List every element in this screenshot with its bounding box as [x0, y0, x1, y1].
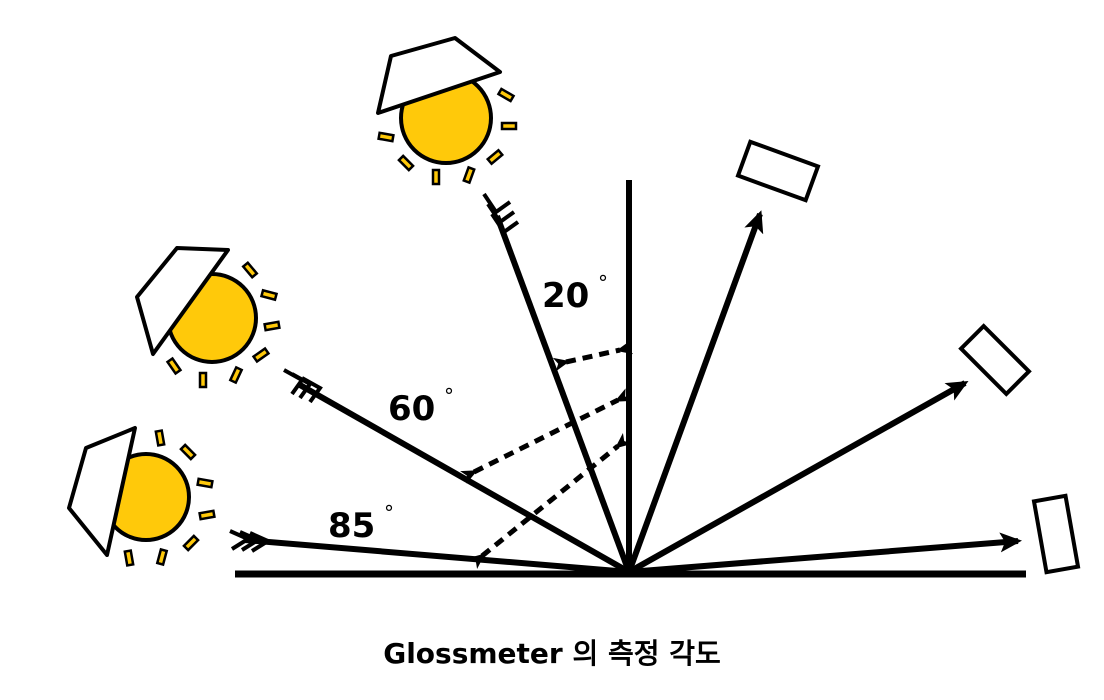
light-source-85 [67, 426, 216, 567]
light-source-20 [376, 36, 518, 186]
arrow-fletching-85 [229, 529, 273, 553]
arrow-fletching-60 [283, 368, 323, 404]
degree-symbol-20: ° [598, 271, 608, 295]
angle-indicator-60 [460, 388, 632, 484]
degree-symbol-85: ° [384, 501, 394, 525]
detector-icon-60 [958, 323, 1032, 397]
sun-rays-icon [165, 260, 281, 389]
sun-rays-icon [123, 429, 216, 567]
detector-icon-20 [735, 139, 821, 203]
lamp-shade-icon [67, 426, 137, 557]
sun-rays-icon [377, 87, 518, 186]
light-source-60 [135, 246, 281, 389]
reflected-ray-20 [626, 210, 764, 574]
reflected-ray-60 [627, 380, 969, 575]
lamp-shade-icon [135, 246, 230, 356]
reflected-ray-85 [628, 532, 1022, 575]
angle-label-20: 20 [542, 276, 589, 316]
arrow-fletching-20 [482, 192, 520, 235]
angle-indicator-85 [468, 433, 632, 569]
degree-symbol-60: ° [444, 384, 454, 408]
angle-label-85: 85 [328, 506, 375, 546]
diagram-caption: Glossmeter 의 측정 각도 [383, 637, 721, 670]
incident-ray-85 [244, 537, 630, 575]
angle-indicator-20 [552, 340, 634, 372]
angle-label-60: 60 [388, 389, 435, 429]
incident-ray-20 [494, 214, 632, 574]
lamp-shade-icon [376, 36, 502, 115]
detector-icon-85 [1031, 493, 1081, 575]
